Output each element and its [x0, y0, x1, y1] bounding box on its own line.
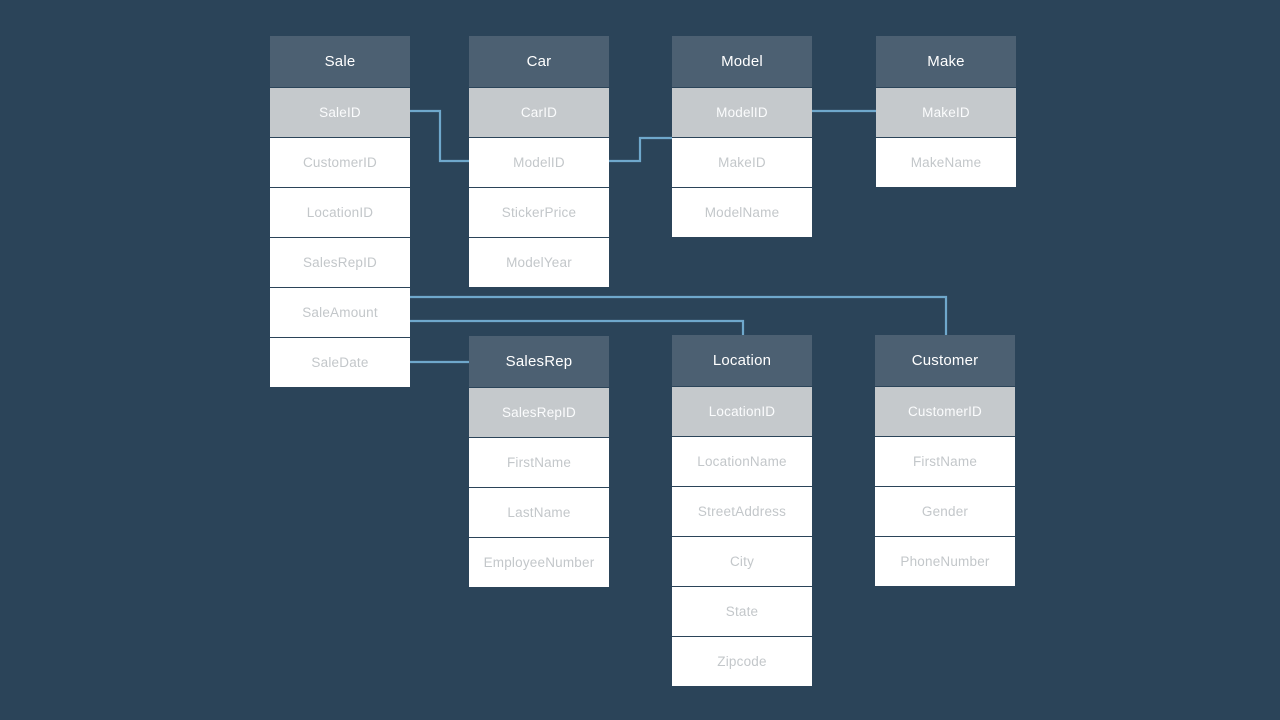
entity-title-model: Model	[672, 36, 812, 87]
entity-title-car: Car	[469, 36, 609, 87]
field-row-car-modelid[interactable]: ModelID	[469, 137, 609, 187]
field-row-model-modelname[interactable]: ModelName	[672, 187, 812, 237]
field-row-sale-customerid[interactable]: CustomerID	[270, 137, 410, 187]
primary-key-row-model-modelid[interactable]: ModelID	[672, 87, 812, 137]
connector-sale-customer	[408, 295, 948, 338]
field-row-location-locationname[interactable]: LocationName	[672, 436, 812, 486]
entity-title-sale: Sale	[270, 36, 410, 87]
field-row-customer-gender[interactable]: Gender	[875, 486, 1015, 536]
field-row-customer-firstname[interactable]: FirstName	[875, 436, 1015, 486]
field-row-location-state[interactable]: State	[672, 586, 812, 636]
connector-car-model	[607, 136, 674, 163]
primary-key-row-customer-customerid[interactable]: CustomerID	[875, 386, 1015, 436]
field-row-sale-saledate[interactable]: SaleDate	[270, 337, 410, 387]
field-row-location-zipcode[interactable]: Zipcode	[672, 636, 812, 686]
entity-title-salesrep: SalesRep	[469, 336, 609, 387]
field-row-salesrep-firstname[interactable]: FirstName	[469, 437, 609, 487]
field-row-salesrep-employeenumber[interactable]: EmployeeNumber	[469, 537, 609, 587]
connector-sale-car	[408, 109, 471, 163]
field-row-customer-phonenumber[interactable]: PhoneNumber	[875, 536, 1015, 586]
field-row-sale-salesrepid[interactable]: SalesRepID	[270, 237, 410, 287]
primary-key-row-car-carid[interactable]: CarID	[469, 87, 609, 137]
field-row-location-city[interactable]: City	[672, 536, 812, 586]
field-row-sale-saleamount[interactable]: SaleAmount	[270, 287, 410, 337]
connector-sale-location	[408, 319, 745, 337]
field-row-make-makename[interactable]: MakeName	[876, 137, 1016, 187]
primary-key-row-sale-saleid[interactable]: SaleID	[270, 87, 410, 137]
field-row-model-makeid[interactable]: MakeID	[672, 137, 812, 187]
primary-key-row-make-makeid[interactable]: MakeID	[876, 87, 1016, 137]
field-row-location-streetaddress[interactable]: StreetAddress	[672, 486, 812, 536]
primary-key-row-location-locationid[interactable]: LocationID	[672, 386, 812, 436]
field-row-sale-locationid[interactable]: LocationID	[270, 187, 410, 237]
field-row-car-stickerprice[interactable]: StickerPrice	[469, 187, 609, 237]
field-row-salesrep-lastname[interactable]: LastName	[469, 487, 609, 537]
entity-title-customer: Customer	[875, 335, 1015, 386]
field-row-car-modelyear[interactable]: ModelYear	[469, 237, 609, 287]
primary-key-row-salesrep-salesrepid[interactable]: SalesRepID	[469, 387, 609, 437]
entity-title-make: Make	[876, 36, 1016, 87]
entity-title-location: Location	[672, 335, 812, 386]
